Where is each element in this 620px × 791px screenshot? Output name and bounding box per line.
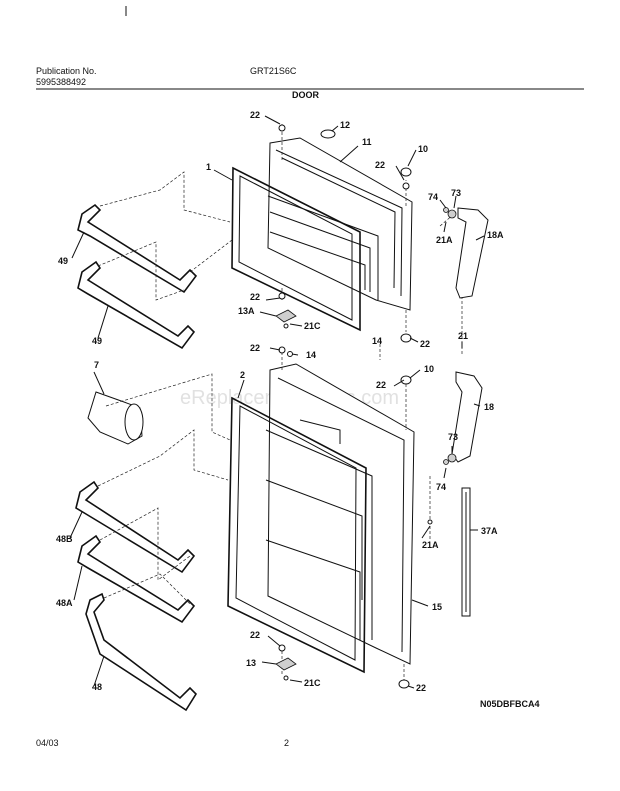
fresh-food-dash-guides [97, 344, 431, 680]
callout-22-bottom-right: 22 [416, 683, 426, 693]
callout-22-right: 22 [420, 339, 430, 349]
fresh-food-door-liner [265, 419, 373, 640]
fresh-food-door-outer-panel [267, 363, 415, 665]
publication-number: 5995388492 [36, 77, 87, 87]
fresh-food-door-gasket [227, 396, 367, 674]
callout-11: 11 [362, 137, 372, 147]
callout-14-b: 14 [372, 336, 382, 346]
callout-13: 13 [246, 658, 256, 668]
callout-48: 48 [92, 682, 102, 692]
callout-21C-bottom: 21C [304, 678, 321, 688]
freezer-door-gasket [231, 166, 361, 332]
callout-22-lower-top: 22 [376, 380, 386, 390]
freezer-door-handle [455, 207, 489, 299]
callout-21A-top: 21A [436, 235, 453, 245]
handle-trim-strip [461, 487, 471, 617]
callout-73-top: 73 [451, 188, 461, 198]
publication-label: Publication No. [36, 66, 97, 76]
section-title: DOOR [292, 90, 319, 100]
callout-2: 2 [240, 370, 245, 380]
callout-22-bottom: 22 [250, 630, 260, 640]
callout-15: 15 [432, 602, 442, 612]
callout-10-top: 10 [418, 144, 428, 154]
fresh-food-door-handle [451, 371, 483, 463]
page-number: 2 [284, 738, 290, 748]
diagram-code: N05DBFBCA4 [480, 699, 540, 709]
callout-74-top: 74 [428, 192, 438, 202]
freezer-door-outer-panel [267, 137, 413, 311]
callout-12: 12 [340, 120, 350, 130]
callout-7: 7 [94, 360, 99, 370]
callout-74-lower: 74 [436, 482, 446, 492]
footer-date: 04/03 [36, 738, 59, 748]
callout-21: 21 [458, 331, 468, 341]
callout-18A: 18A [487, 230, 504, 240]
callout-1: 1 [206, 162, 211, 172]
door-bin-48 [85, 592, 198, 712]
callout-22-mid: 22 [250, 292, 260, 302]
butter-compartment [87, 391, 144, 445]
door-shelf-48A [77, 534, 196, 624]
fresh-food-hinge-pins [275, 346, 457, 689]
leader-lines [69, 115, 485, 689]
callout-22-hinge: 22 [375, 160, 385, 170]
callout-49-lower: 49 [92, 336, 102, 346]
callout-14-a: 14 [306, 350, 316, 360]
freezer-shelf-upper [77, 203, 198, 294]
model-number: GRT21S6C [250, 66, 297, 76]
door-shelf-48B [75, 480, 196, 574]
callout-48A: 48A [56, 598, 73, 608]
callout-13A: 13A [238, 306, 255, 316]
callout-21C-top: 21C [304, 321, 321, 331]
callout-48B: 48B [56, 534, 73, 544]
callout-22-lower-pin: 22 [250, 343, 260, 353]
callout-18: 18 [484, 402, 494, 412]
callout-22-top: 22 [250, 110, 260, 120]
callout-37A: 37A [481, 526, 498, 536]
callout-73-lower: 73 [448, 432, 458, 442]
callout-21A-lower: 21A [422, 540, 439, 550]
callout-10-lower: 10 [424, 364, 434, 374]
callout-49-upper: 49 [58, 256, 68, 266]
